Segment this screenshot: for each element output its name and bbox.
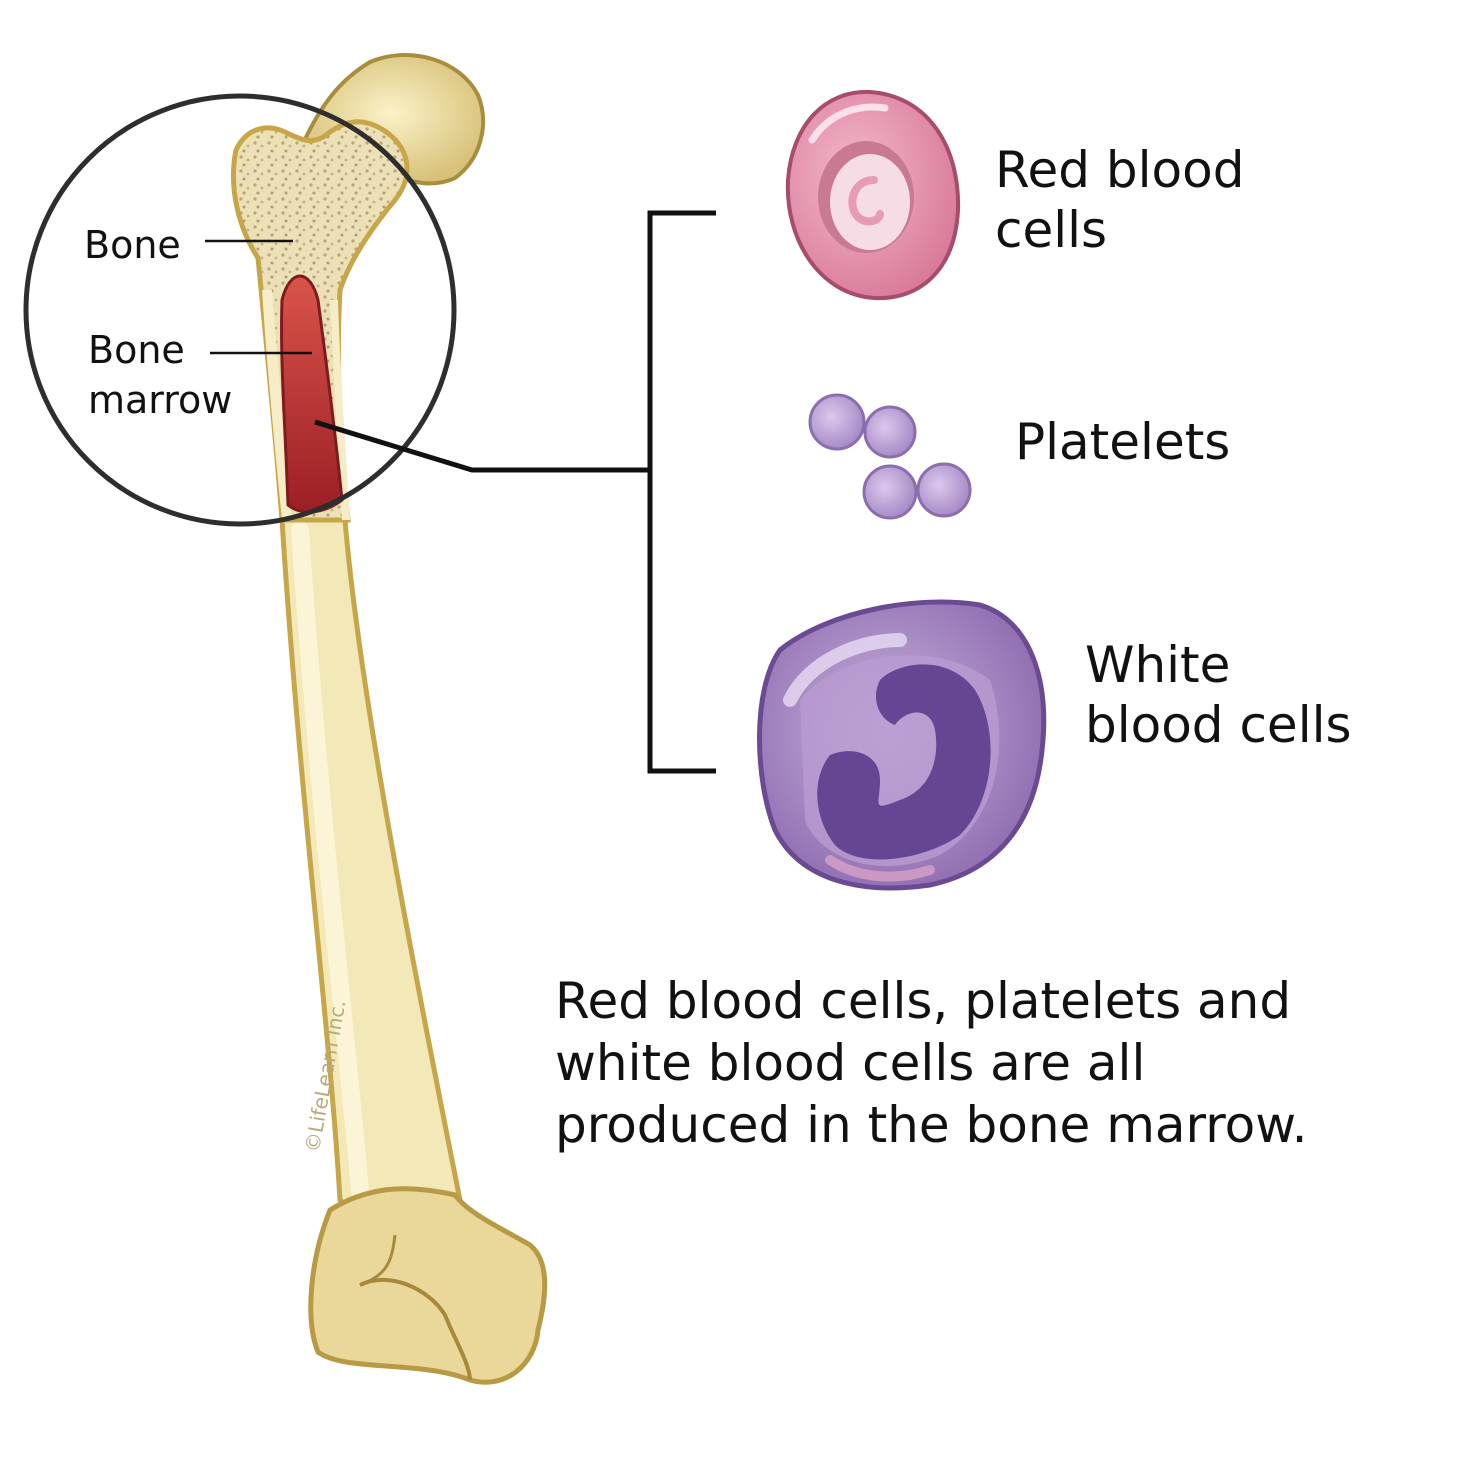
caption-line2: white blood cells are all bbox=[555, 1034, 1146, 1092]
label-bone-marrow-line2: marrow bbox=[88, 378, 233, 422]
label-red-blood-cells-line1: Red blood bbox=[995, 141, 1245, 199]
caption-line3: produced in the bone marrow. bbox=[555, 1096, 1308, 1154]
femur-distal-end bbox=[308, 1186, 548, 1385]
label-platelets: Platelets bbox=[1015, 413, 1231, 471]
label-white-blood-cells-line2: blood cells bbox=[1085, 696, 1352, 754]
white-blood-cell-illustration bbox=[757, 599, 1047, 891]
magnifier-circle bbox=[23, 93, 457, 527]
marrow-pointer-line bbox=[314, 419, 648, 473]
caption-text: Red blood cells, platelets and white blo… bbox=[555, 970, 1307, 1156]
platelets-illustration bbox=[808, 393, 972, 520]
label-red-blood-cells-line2: cells bbox=[995, 201, 1108, 259]
femur-proximal-cross-section bbox=[231, 119, 410, 523]
label-bone: Bone bbox=[84, 223, 181, 267]
label-red-blood-cells: Red blood cells bbox=[995, 140, 1244, 260]
label-bone-marrow-line1: Bone bbox=[88, 328, 185, 372]
label-white-blood-cells-line1: White bbox=[1085, 636, 1231, 694]
caption-line1: Red blood cells, platelets and bbox=[555, 972, 1292, 1030]
red-blood-cell-illustration bbox=[785, 89, 961, 301]
cell-bracket bbox=[647, 210, 716, 774]
label-white-blood-cells: White blood cells bbox=[1085, 635, 1352, 755]
label-bone-marrow: Bone marrow bbox=[88, 325, 232, 425]
